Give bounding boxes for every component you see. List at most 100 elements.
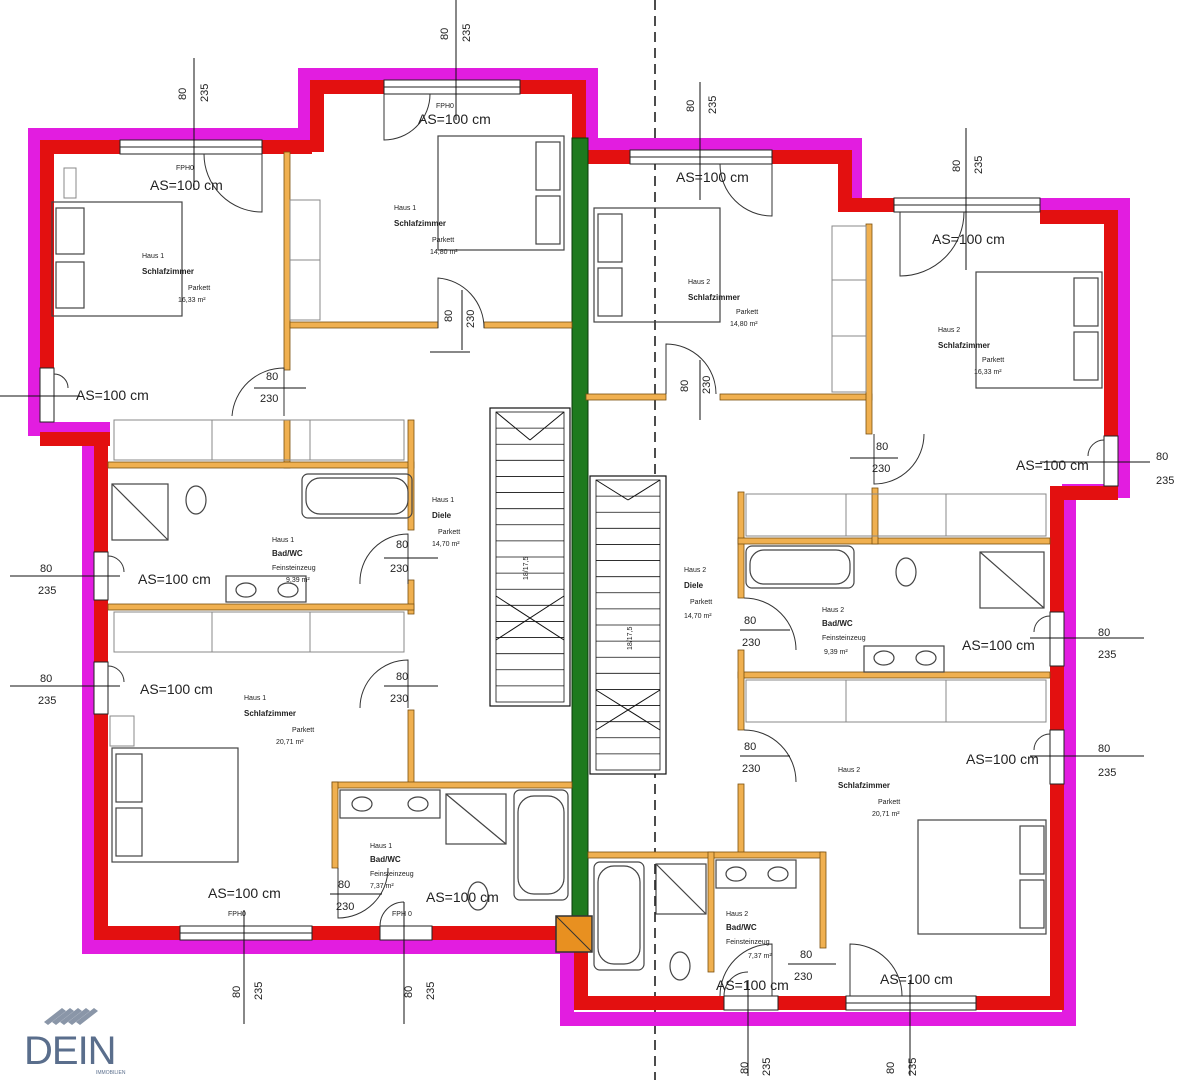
windows	[39, 79, 1119, 1011]
svg-text:80: 80	[443, 310, 455, 322]
party-wall	[571, 137, 589, 929]
svg-text:Parkett: Parkett	[690, 599, 712, 606]
room-label-h2-bad-s: Haus 2 Bad/WC Feinsteinzeug 7,37 m²	[726, 911, 772, 960]
svg-text:80: 80	[403, 986, 415, 998]
bathroom-fixtures	[111, 473, 1045, 981]
svg-text:Haus 2: Haus 2	[938, 327, 960, 334]
svg-text:Feinsteinzeug: Feinsteinzeug	[822, 635, 866, 642]
dimension-lines	[0, 0, 1150, 1076]
as-label-n2: AS=100 cm	[676, 169, 749, 185]
svg-text:Parkett: Parkett	[982, 357, 1004, 364]
as-label-w2: AS=100 cm	[138, 571, 211, 587]
svg-text:Haus 1: Haus 1	[142, 253, 164, 260]
as-label-ne: AS=100 cm	[932, 231, 1005, 247]
fph-label-2: FPH0	[436, 103, 454, 110]
svg-text:Haus 2: Haus 2	[684, 567, 706, 574]
as-label-e1: AS=100 cm	[1016, 457, 1089, 473]
svg-text:Diele: Diele	[684, 581, 704, 590]
svg-text:80: 80	[338, 879, 350, 891]
svg-text:14,80 m²: 14,80 m²	[430, 249, 458, 256]
svg-text:9,39 m²: 9,39 m²	[824, 649, 848, 656]
svg-text:Haus 1: Haus 1	[394, 205, 416, 212]
logo-subtext: IMMOBILIEN	[96, 1070, 126, 1076]
svg-text:80: 80	[1098, 743, 1110, 755]
svg-text:80: 80	[876, 441, 888, 453]
svg-text:80: 80	[40, 673, 52, 685]
as-label-w1: AS=100 cm	[76, 387, 149, 403]
svg-text:18/17,5: 18/17,5	[627, 627, 634, 650]
svg-text:20,71 m²: 20,71 m²	[276, 739, 304, 746]
svg-text:16,33 m²: 16,33 m²	[974, 369, 1002, 376]
svg-text:80: 80	[1098, 627, 1110, 639]
svg-text:230: 230	[336, 901, 354, 913]
wardrobes	[63, 167, 1047, 747]
svg-text:230: 230	[465, 310, 477, 328]
svg-text:Haus 2: Haus 2	[838, 767, 860, 774]
svg-text:Haus 1: Haus 1	[370, 843, 392, 850]
rotated-dimensions: 80 230 80 230 80 235 80 235 80 235 80 23…	[177, 24, 985, 1076]
as-label-nw: AS=100 cm	[150, 177, 223, 193]
svg-text:Feinsteinzeug: Feinsteinzeug	[272, 565, 316, 572]
room-label-h1-schlaf-nw: Haus 1 Schlafzimmer Parkett 16,33 m²	[142, 253, 210, 304]
svg-text:Feinsteinzeug: Feinsteinzeug	[726, 939, 770, 946]
svg-text:80: 80	[951, 160, 963, 172]
logo-text: DEIN	[24, 1029, 116, 1073]
as-label-s2: AS=100 cm	[716, 977, 789, 993]
svg-text:230: 230	[390, 563, 408, 575]
svg-text:80: 80	[439, 28, 451, 40]
svg-text:Haus 2: Haus 2	[726, 911, 748, 918]
svg-text:7,37 m²: 7,37 m²	[370, 883, 394, 890]
svg-text:230: 230	[701, 376, 713, 394]
svg-text:80: 80	[1156, 451, 1168, 463]
svg-text:Parkett: Parkett	[432, 237, 454, 244]
stair-left	[489, 407, 571, 707]
svg-text:235: 235	[761, 1058, 773, 1076]
svg-text:235: 235	[1098, 649, 1116, 661]
room-label-h1-schlaf-n: Haus 1 Schlafzimmer Parkett 14,80 m²	[394, 205, 458, 256]
svg-text:235: 235	[907, 1058, 919, 1076]
room-label-h2-schlaf-se: Haus 2 Schlafzimmer Parkett 20,71 m²	[838, 767, 900, 818]
svg-text:235: 235	[38, 695, 56, 707]
svg-text:80: 80	[685, 100, 697, 112]
svg-text:Parkett: Parkett	[292, 727, 314, 734]
room-label-h1-bad-s: Haus 1 Bad/WC Feinsteinzeug 7,37 m²	[370, 843, 414, 890]
as-label-e2: AS=100 cm	[962, 637, 1035, 653]
inner-walls	[107, 151, 1051, 973]
svg-text:80: 80	[177, 88, 189, 100]
svg-text:235: 235	[199, 84, 211, 102]
dein-logo: DEIN IMMOBILIEN	[24, 1008, 126, 1076]
svg-text:80: 80	[396, 539, 408, 551]
svg-text:Bad/WC: Bad/WC	[822, 619, 853, 628]
svg-text:235: 235	[1098, 767, 1116, 779]
svg-text:80: 80	[885, 1062, 897, 1074]
beds	[51, 135, 1103, 935]
logo-roof-icon	[44, 1008, 98, 1025]
svg-text:230: 230	[872, 463, 890, 475]
svg-text:235: 235	[1156, 475, 1174, 487]
svg-text:80: 80	[40, 563, 52, 575]
svg-text:235: 235	[461, 24, 473, 42]
fph-label-1: FPH0	[176, 165, 194, 172]
fph-label-4: FPH 0	[392, 911, 412, 918]
svg-text:80: 80	[266, 371, 278, 383]
svg-text:Schlafzimmer: Schlafzimmer	[244, 709, 296, 718]
svg-text:235: 235	[425, 982, 437, 1000]
svg-text:Parkett: Parkett	[736, 309, 758, 316]
svg-text:80: 80	[744, 615, 756, 627]
svg-text:Parkett: Parkett	[878, 799, 900, 806]
svg-text:80: 80	[231, 986, 243, 998]
svg-text:80: 80	[679, 380, 691, 392]
svg-text:Parkett: Parkett	[438, 529, 460, 536]
door-swings	[53, 93, 1105, 997]
svg-text:80: 80	[739, 1062, 751, 1074]
svg-text:Schlafzimmer: Schlafzimmer	[688, 293, 740, 302]
as-label-se: AS=100 cm	[880, 971, 953, 987]
as-label-w3: AS=100 cm	[140, 681, 213, 697]
svg-text:Bad/WC: Bad/WC	[726, 923, 757, 932]
fph-label-3: FPH0	[228, 911, 246, 918]
svg-text:20,71 m²: 20,71 m²	[872, 811, 900, 818]
svg-text:Bad/WC: Bad/WC	[272, 549, 303, 558]
svg-text:Haus 1: Haus 1	[244, 695, 266, 702]
svg-text:80: 80	[744, 741, 756, 753]
